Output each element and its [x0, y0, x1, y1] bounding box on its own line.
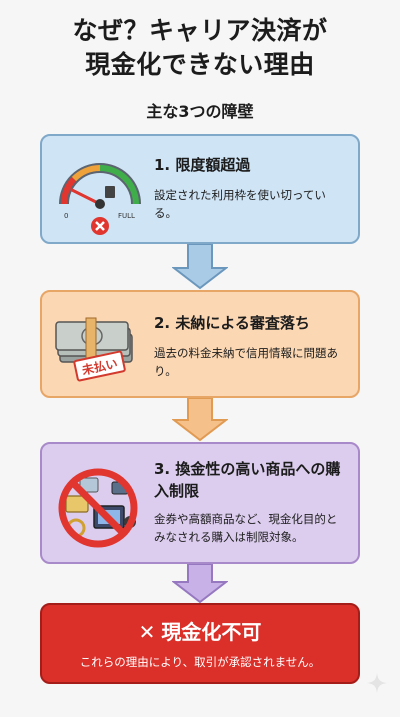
sparkle-icon — [367, 673, 387, 693]
step-description: 金券や高額商品など、現金化目的とみなされる購入は制限対象。 — [154, 512, 338, 544]
page-title: なぜ？キャリア決済が 現金化できない理由 — [0, 14, 400, 82]
step-card-unpaid-rejection: 未払い 2. 未納による審査落ち 過去の料金未納で信用情報に問題あり。 — [40, 290, 360, 398]
money-stack-icon: 未払い — [55, 317, 133, 382]
title-line-2: 現金化できない理由 — [85, 50, 315, 79]
step-title: 1. 限度額超過 — [154, 156, 251, 174]
result-title-text: 現金化不可 — [161, 620, 262, 644]
step-card-limit-exceeded: 0 FULL 1. 限度額超過 設定された利用枠を使い切っている。 — [40, 134, 360, 244]
result-title: ✕現金化不可 — [42, 619, 358, 645]
step-title: 3. 換金性の高い商品への購入制限 — [154, 460, 341, 500]
title-line-1: なぜ？キャリア決済が — [72, 16, 328, 45]
result-description: これらの理由により、取引が承認されません。 — [79, 655, 321, 669]
prohibited-goods-icon — [58, 468, 138, 548]
step-card-purchase-restriction: 3. 換金性の高い商品への購入制限 金券や高額商品など、現金化目的とみなされる購… — [40, 442, 360, 564]
close-icon: ✕ — [138, 620, 156, 644]
result-card-cash-out-impossible: ✕現金化不可 これらの理由により、取引が承認されません。 — [40, 603, 360, 684]
down-arrow-icon — [172, 398, 228, 442]
down-arrow-icon — [172, 244, 228, 290]
step-description: 設定された利用枠を使い切っている。 — [154, 188, 326, 220]
fuel-gauge-icon: 0 FULL — [59, 163, 141, 235]
down-arrow-icon — [172, 564, 228, 604]
step-description: 過去の料金未納で信用情報に問題あり。 — [154, 346, 338, 378]
gauge-empty-label: 0 — [64, 212, 68, 220]
subtitle: 主な3つの障壁 — [146, 102, 254, 121]
gauge-full-label: FULL — [118, 212, 135, 220]
step-title: 2. 未納による審査落ち — [154, 314, 310, 332]
